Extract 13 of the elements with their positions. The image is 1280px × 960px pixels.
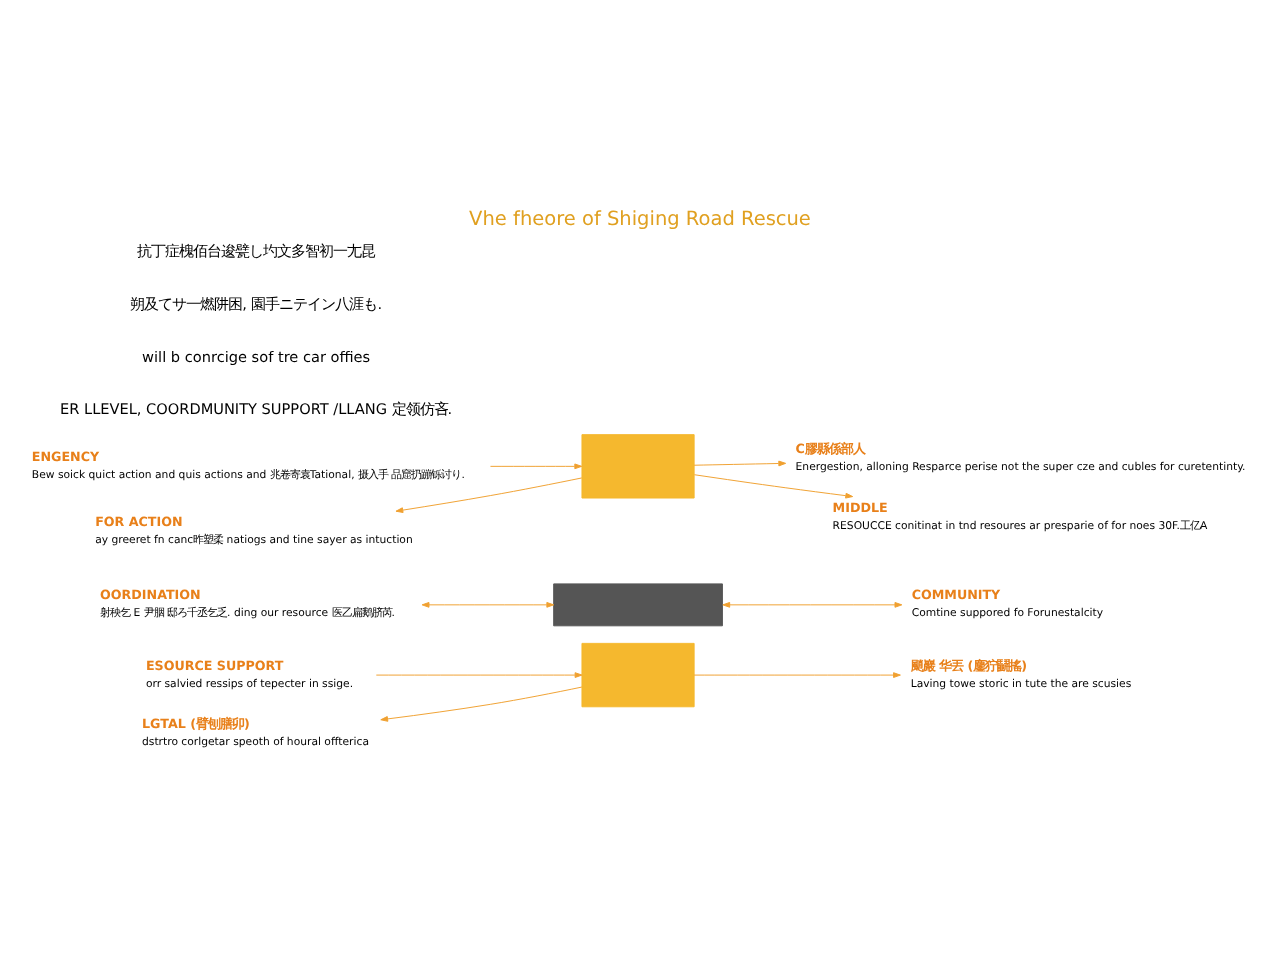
diagram-title: Vhe fheore of Shiging Road Rescue — [469, 209, 811, 232]
node-bar — [553, 583, 723, 627]
node-box — [581, 642, 695, 708]
arrow — [375, 672, 583, 678]
arrow — [489, 463, 583, 470]
arrow — [380, 686, 583, 722]
arrow — [421, 602, 555, 608]
arrow — [722, 602, 903, 608]
arrow — [693, 460, 787, 467]
arrow — [395, 477, 583, 513]
arrow — [693, 474, 854, 499]
arrow — [693, 672, 901, 678]
node-box — [581, 434, 695, 499]
